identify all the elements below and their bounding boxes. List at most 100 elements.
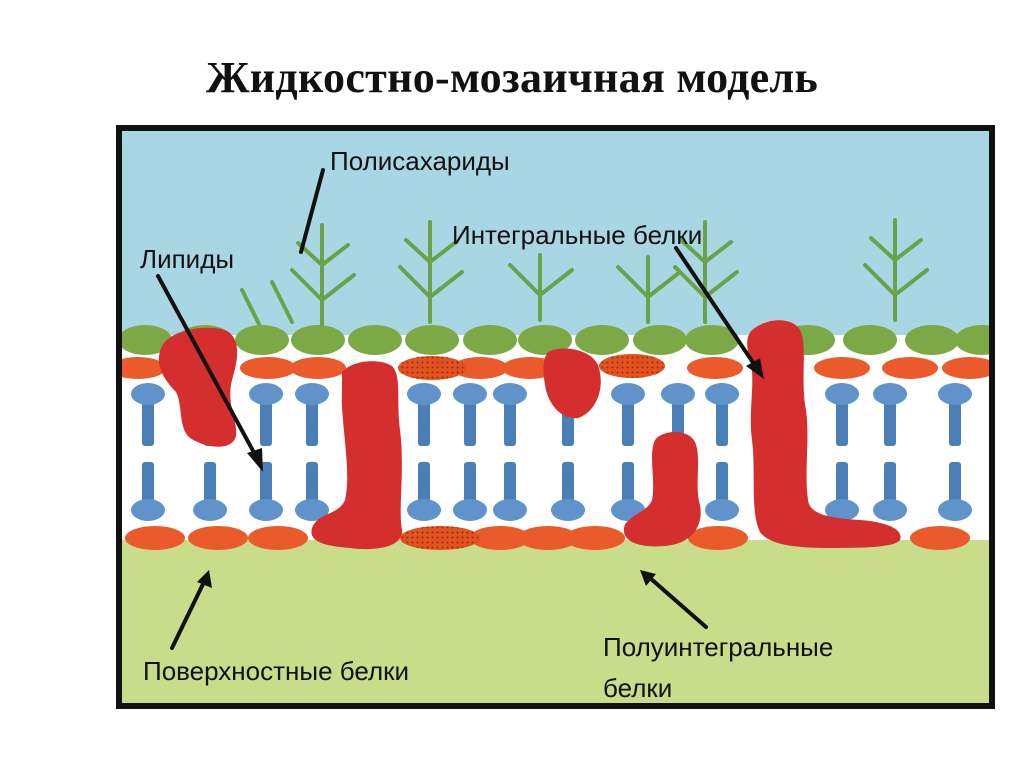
lipid-tail xyxy=(622,400,634,446)
semi-integral-arrowhead xyxy=(640,570,656,586)
label-semi-integral-line2: белки xyxy=(603,673,672,703)
lipids-arrowhead xyxy=(247,448,263,472)
inner-surface-protein xyxy=(248,526,308,550)
lipid-head xyxy=(938,383,972,405)
label-surface-proteins: Поверхностные белки xyxy=(143,656,409,686)
lipid-head xyxy=(295,499,329,521)
outer-green-protein xyxy=(463,325,517,355)
outer-green-protein xyxy=(348,325,402,355)
lipid-tail xyxy=(142,400,154,446)
outer-green-protein xyxy=(235,325,289,355)
lipid-tail xyxy=(836,462,848,508)
lipid-tail xyxy=(504,462,516,508)
glycan-branch xyxy=(270,280,294,324)
outer-green-protein xyxy=(119,325,172,355)
label-polysaccharides: Полисахариды xyxy=(330,146,510,176)
lipid-head xyxy=(295,383,329,405)
lipid-head xyxy=(705,383,739,405)
integral-arrowhead xyxy=(746,358,764,379)
outer-green-protein xyxy=(518,325,572,355)
lipid-head xyxy=(611,383,645,405)
inner-surface-protein xyxy=(688,526,748,550)
surface-pointer xyxy=(170,580,206,650)
pointer-heads xyxy=(197,358,764,588)
semi-integral-pointer xyxy=(648,576,708,629)
inner-surface-protein xyxy=(470,526,530,550)
lipid-head xyxy=(873,499,907,521)
lipid-tail xyxy=(949,400,961,446)
lipid-tail xyxy=(716,462,728,508)
polysaccharide-chains xyxy=(240,218,929,332)
outer-orange-protein xyxy=(290,357,346,379)
outer-orange-row xyxy=(119,357,992,379)
lipid-tail xyxy=(418,462,430,508)
semi-integral-protein-mid xyxy=(543,348,601,419)
lipid-tail xyxy=(884,400,896,446)
membrane-proteins xyxy=(158,320,901,550)
lipid-tail xyxy=(204,462,216,508)
lipid-bilayer xyxy=(131,383,972,521)
outer-orange-protein xyxy=(119,357,166,379)
lipid-head xyxy=(453,383,487,405)
glycan-branch xyxy=(703,270,739,299)
glycan-branch xyxy=(508,263,542,297)
outer-orange-protein xyxy=(942,357,992,379)
glycan-tree xyxy=(290,223,356,327)
glycan-tree xyxy=(673,220,739,324)
lipid-head xyxy=(825,383,859,405)
inner-surface-protein xyxy=(518,526,578,550)
lipid-head xyxy=(938,499,972,521)
outer-green-protein xyxy=(685,325,739,355)
glycan-branch xyxy=(290,268,324,302)
outer-green-protein xyxy=(843,325,897,355)
glycan-branch xyxy=(404,238,432,264)
inner-surface-row xyxy=(125,526,970,550)
lipid-tail xyxy=(622,462,634,508)
glycan-branch xyxy=(646,270,682,299)
outer-green-protein xyxy=(405,325,459,355)
glycan-branch xyxy=(240,288,264,332)
lipid-head xyxy=(551,499,585,521)
semi-integral-protein-left xyxy=(158,327,238,447)
outer-surface-row xyxy=(119,325,992,355)
glycan-branch xyxy=(703,240,733,264)
glycan-tree xyxy=(398,220,464,324)
lipid-tail xyxy=(504,400,516,446)
lipid-head xyxy=(705,499,739,521)
lipids-pointer xyxy=(156,274,260,462)
dotted-protein-top-2 xyxy=(599,354,665,378)
lipid-head xyxy=(407,499,441,521)
diagram-frame xyxy=(116,125,995,709)
lipid-tail xyxy=(884,462,896,508)
glycan-branch xyxy=(428,240,458,264)
outer-green-protein xyxy=(905,325,959,355)
integral-protein-tall-left xyxy=(311,361,403,550)
glycan-tree xyxy=(863,218,929,322)
glycan-branch xyxy=(673,265,707,299)
dotted-protein-bottom xyxy=(400,526,480,550)
glycan-branch xyxy=(679,238,707,264)
inner-surface-protein xyxy=(910,526,970,550)
slide-title: Жидкостно-мозаичная модель xyxy=(205,53,819,102)
inner-surface-protein xyxy=(125,526,185,550)
glycan-branch xyxy=(398,265,432,299)
lipid-tail xyxy=(464,462,476,508)
outer-green-protein xyxy=(291,325,345,355)
lipid-head xyxy=(493,383,527,405)
glycan-branch xyxy=(616,265,650,299)
outer-green-protein xyxy=(955,325,992,355)
glycan-tree xyxy=(616,255,682,324)
pointers xyxy=(156,168,760,650)
integral-pointer xyxy=(674,246,760,372)
lipid-tail xyxy=(836,400,848,446)
label-semi-integral-line1: Полуинтегральные xyxy=(603,632,833,662)
glycan-branch xyxy=(428,270,464,299)
lipid-head xyxy=(661,383,695,405)
lipid-head xyxy=(453,499,487,521)
lipid-tail xyxy=(716,400,728,446)
outer-orange-protein xyxy=(882,357,938,379)
polysaccharides-pointer xyxy=(299,168,325,254)
outer-green-protein xyxy=(575,325,629,355)
integral-protein-tall-right xyxy=(747,320,901,548)
